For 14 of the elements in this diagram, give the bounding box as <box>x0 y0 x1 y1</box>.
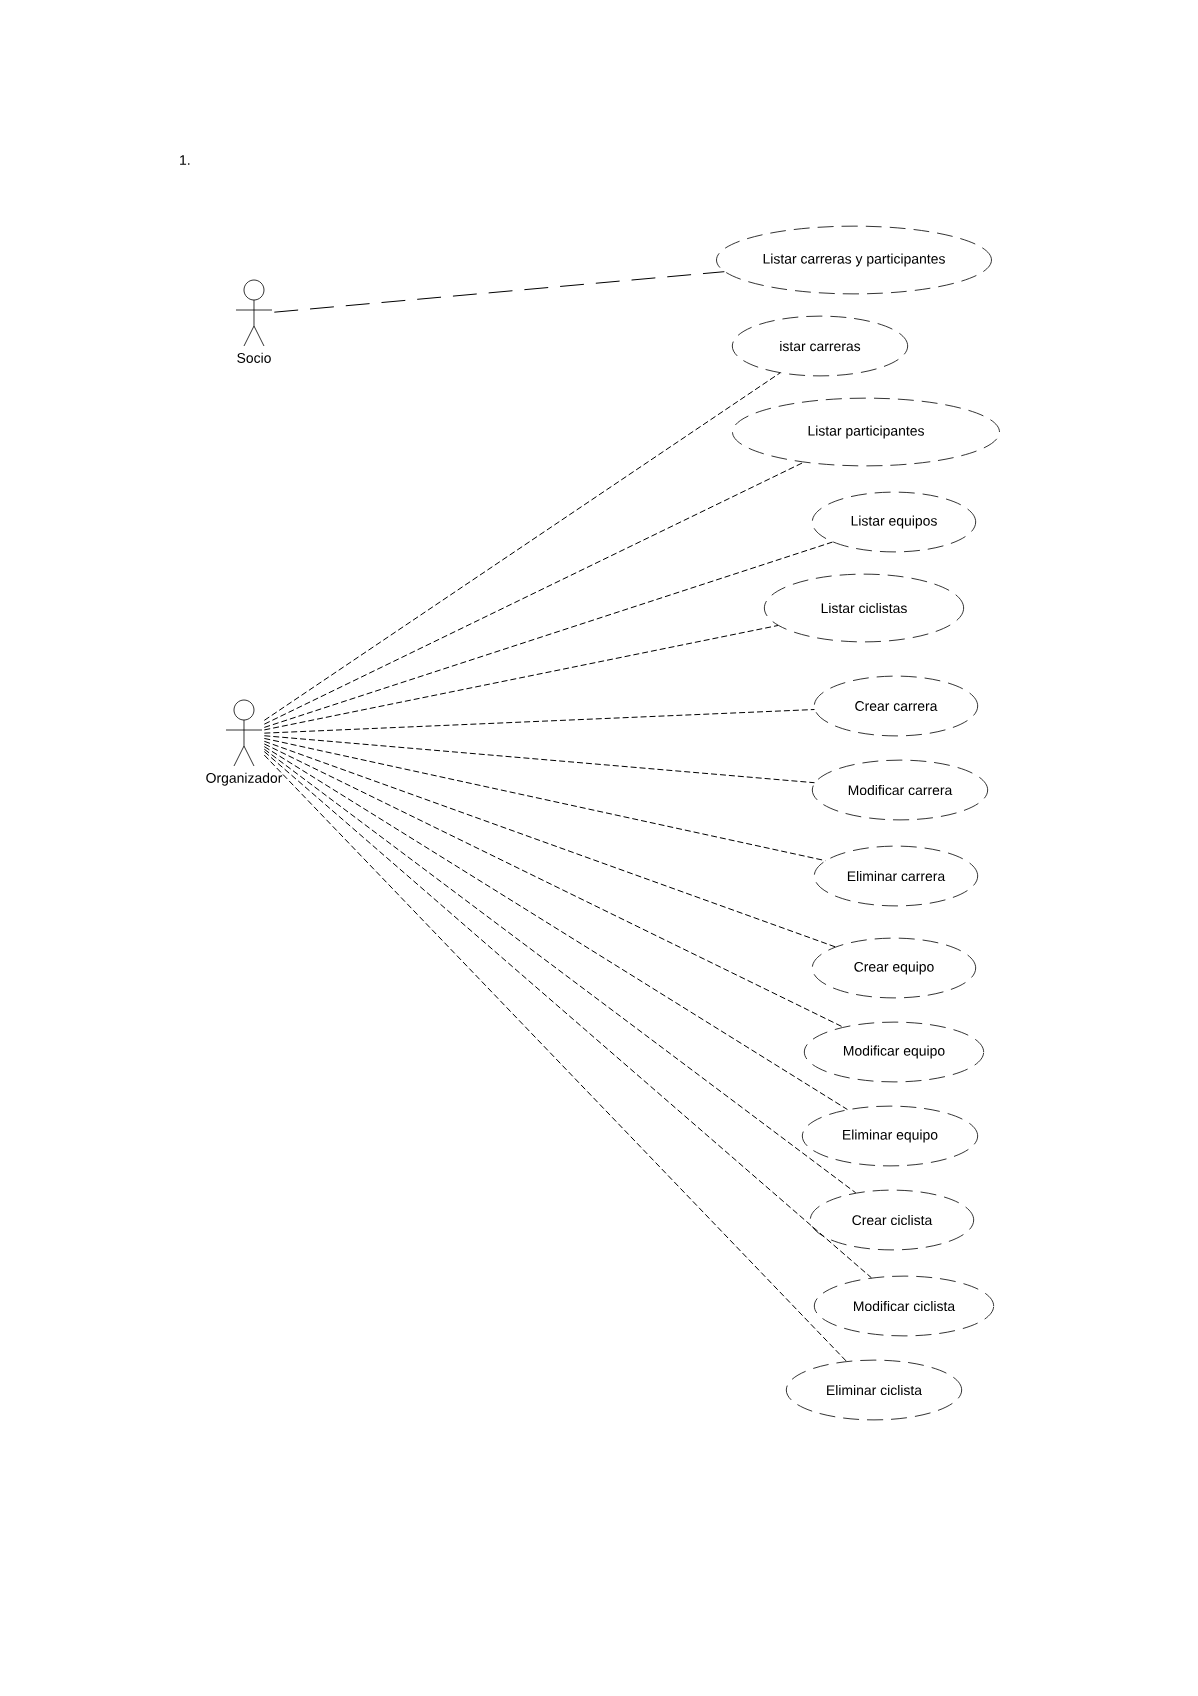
association-line <box>263 743 844 1028</box>
association-line <box>263 754 847 1362</box>
association-line <box>263 541 833 728</box>
association-line <box>263 737 826 862</box>
association-line <box>263 625 779 731</box>
association-line <box>263 735 815 784</box>
association-line <box>263 709 815 734</box>
association-line <box>263 746 848 1110</box>
association-line <box>263 751 872 1279</box>
association-line <box>263 372 781 721</box>
association-line <box>263 461 805 725</box>
association-line <box>263 748 857 1194</box>
association-line <box>263 740 836 948</box>
association-line <box>273 271 725 313</box>
